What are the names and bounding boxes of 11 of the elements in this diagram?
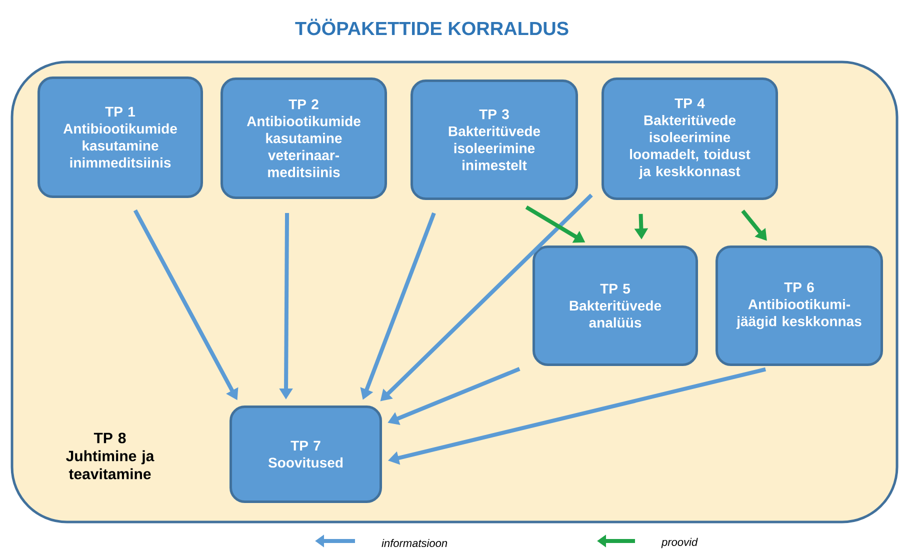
process-box: TP 3 Bakteritüvede isoleerimine inimestelt — [410, 80, 578, 200]
process-box: TP 5 Bakteritüvede analüüs — [532, 246, 698, 366]
process-box: TP 7 Soovitused — [230, 406, 382, 503]
process-box: TP 6 Antibiootikumi-jäägid keskkonnas — [716, 246, 883, 366]
legend-label: informatsioon — [382, 538, 448, 548]
node-text: TP 8 Juhtimine ja teavitamine — [66, 432, 154, 480]
title: TÖÖPAKETTIDE KORRALDUS — [295, 18, 568, 36]
process-box: TP 4 Bakteritüvede isoleerimine loomadelt, toidust ja keskkonnast — [602, 78, 778, 200]
process-box: TP 2 Antibiootikumide kasutamine veterinaar-meditsiinis — [220, 78, 387, 199]
process-box: TP 1 Antibiootikumide kasutamine inimmeditsiinis — [38, 76, 203, 198]
legend-label: proovid — [661, 538, 698, 548]
